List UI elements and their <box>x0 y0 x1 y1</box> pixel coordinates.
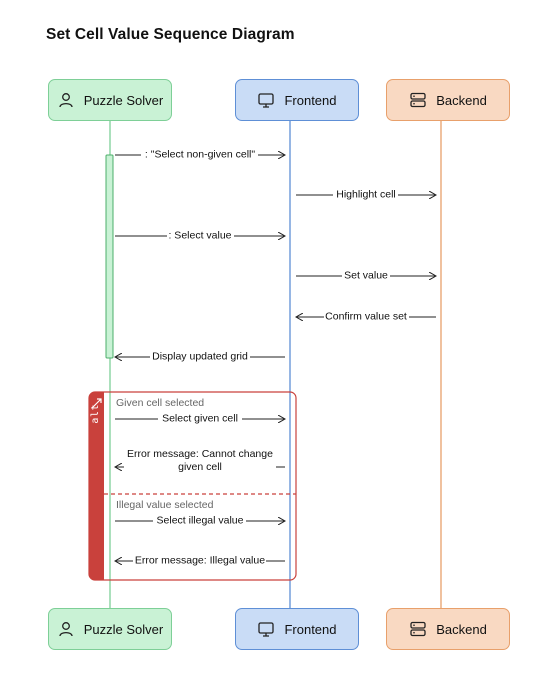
participant-label: Puzzle Solver <box>83 621 164 637</box>
diagram-title: Set Cell Value Sequence Diagram <box>46 26 295 43</box>
participant-label: Frontend <box>284 621 337 637</box>
message-label: Select illegal value <box>155 514 245 528</box>
message-label: Confirm value set <box>324 310 408 324</box>
participant-frontend-bottom[interactable]: Frontend <box>235 608 359 650</box>
participant-label: Backend <box>436 92 487 108</box>
message-line: Error message: Cannot change <box>127 448 273 460</box>
participant-label: Frontend <box>284 92 337 108</box>
message-label: Error message: Illegal value <box>133 554 267 568</box>
user-icon <box>57 91 75 109</box>
message-label-multiline: Error message: Cannot change given cell <box>126 448 274 474</box>
message-label: : Select value <box>167 229 233 243</box>
participant-frontend-top[interactable]: Frontend <box>235 79 359 121</box>
participant-backend-top[interactable]: Backend <box>386 79 510 121</box>
message-label: Highlight cell <box>335 188 397 202</box>
participant-backend-bottom[interactable]: Backend <box>386 608 510 650</box>
guard-illegal-value: Illegal value selected <box>116 499 214 511</box>
guard-given-cell: Given cell selected <box>116 397 205 409</box>
participant-label: Puzzle Solver <box>83 92 164 108</box>
server-icon <box>409 91 427 109</box>
message-label: Display updated grid <box>151 350 249 364</box>
participant-label: Backend <box>436 621 487 637</box>
message-label: Select given cell <box>161 412 239 426</box>
message-line: given cell <box>178 461 222 473</box>
user-icon <box>57 620 75 638</box>
alt-label-tab: alt <box>89 392 104 580</box>
participant-solver-bottom[interactable]: Puzzle Solver <box>48 608 172 650</box>
participant-solver-top[interactable]: Puzzle Solver <box>48 79 172 121</box>
server-icon <box>409 620 427 638</box>
message-label: : "Select non-given cell" <box>143 148 257 162</box>
alt-collapse-icon[interactable] <box>91 396 102 409</box>
monitor-icon <box>257 620 275 638</box>
activation-bar-solver <box>105 154 114 359</box>
monitor-icon <box>257 91 275 109</box>
message-label: Set value <box>343 269 389 283</box>
